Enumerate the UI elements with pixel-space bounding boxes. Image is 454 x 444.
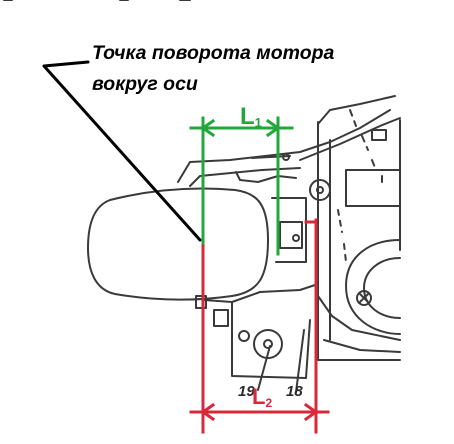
pivot-annotation: Точка поворота мотора вокруг оси bbox=[92, 38, 392, 100]
right-bowl-inner bbox=[363, 257, 401, 319]
part-number-19: 19 bbox=[238, 383, 255, 400]
pivot-annotation-line-2: вокруг оси bbox=[92, 73, 198, 95]
right-bowl bbox=[345, 239, 401, 335]
lower-wheel-outer bbox=[253, 329, 283, 359]
dimension-l2 bbox=[189, 218, 330, 434]
upper-arm-2 bbox=[189, 167, 301, 187]
bearing-outer bbox=[309, 179, 331, 201]
lower-tab bbox=[195, 295, 207, 309]
pin-top bbox=[282, 153, 290, 161]
gear-dot bbox=[292, 234, 300, 242]
motor-body bbox=[87, 187, 269, 301]
lower-ledge bbox=[203, 283, 319, 303]
l1-arrow-right bbox=[265, 118, 281, 138]
frame-top bbox=[317, 95, 396, 125]
lower-plate bbox=[231, 301, 311, 379]
leader-18 bbox=[295, 329, 305, 393]
mechanism-drawing bbox=[87, 95, 401, 393]
upper-arm bbox=[177, 109, 391, 183]
lower-wheel-small bbox=[238, 330, 250, 342]
part-number-18: 18 bbox=[286, 383, 303, 400]
lower-bracket bbox=[213, 309, 229, 327]
lower-wheel-inner bbox=[263, 339, 273, 349]
l1-label: L1 bbox=[240, 103, 262, 130]
gear-box bbox=[271, 197, 307, 263]
upper-link bbox=[299, 117, 401, 161]
dimension-l1 bbox=[189, 116, 294, 256]
gear-inner bbox=[279, 221, 303, 249]
pivot-annotation-line-1: Точка поворота мотора bbox=[92, 42, 335, 64]
leader-19 bbox=[257, 345, 271, 391]
l2-arrow-left bbox=[200, 402, 216, 422]
lower-frame-2 bbox=[323, 339, 401, 353]
bowl-bolt bbox=[356, 290, 372, 306]
l2-arrow-right bbox=[303, 402, 319, 422]
bowl-dash bbox=[337, 209, 347, 263]
frame-outer bbox=[317, 121, 401, 361]
upper-bracket bbox=[235, 171, 297, 183]
l2-label: L2 bbox=[252, 384, 272, 410]
pivot-leader bbox=[42, 60, 202, 242]
window-tiny bbox=[371, 129, 387, 141]
dash-link bbox=[349, 109, 377, 171]
l1-arrow-left bbox=[200, 118, 216, 138]
lower-frame bbox=[317, 295, 401, 341]
window-top bbox=[345, 169, 401, 207]
bearing-inner bbox=[316, 186, 324, 194]
